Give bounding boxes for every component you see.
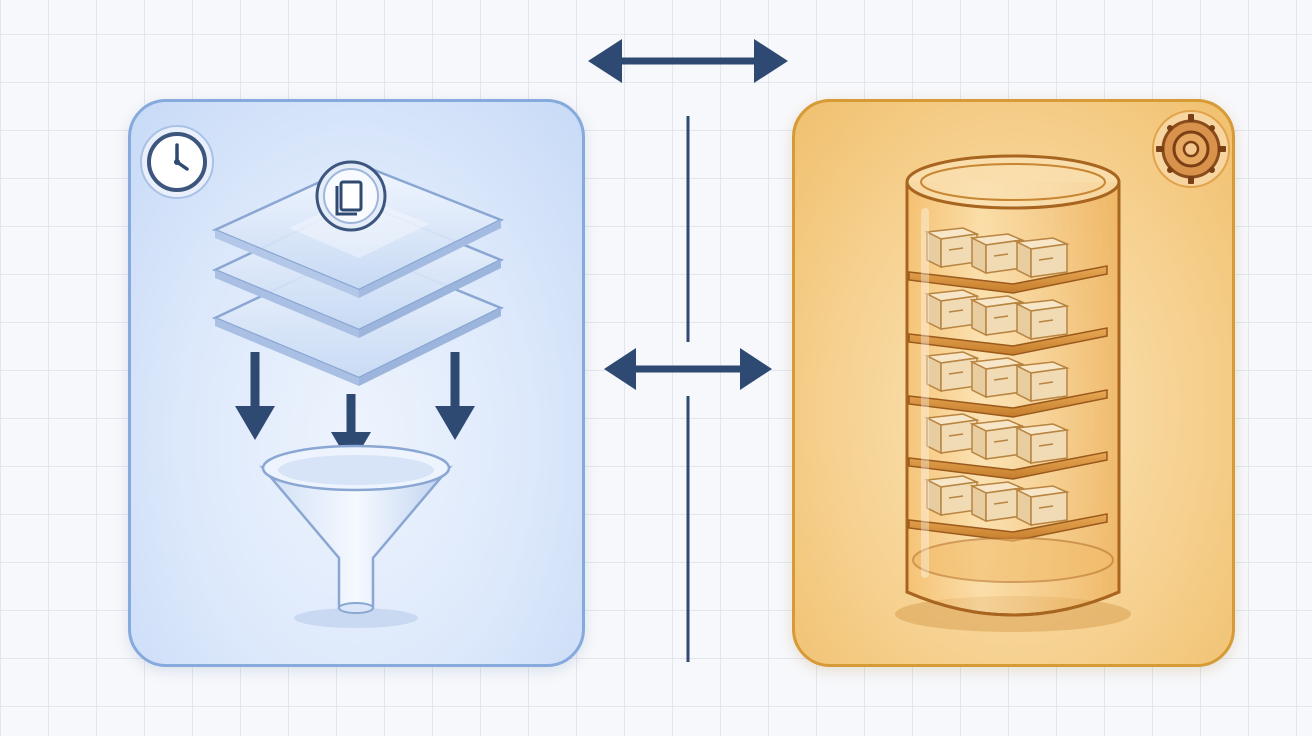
funnel-icon xyxy=(259,444,453,628)
storage-box xyxy=(924,413,980,455)
storage-box xyxy=(924,475,980,517)
storage-box xyxy=(1014,423,1070,465)
shelf-1 xyxy=(908,227,1108,294)
shelf-3 xyxy=(908,351,1108,418)
storage-box xyxy=(969,295,1025,337)
shelf-5 xyxy=(908,475,1108,542)
clock-icon xyxy=(140,125,214,199)
vertical-divider-line xyxy=(686,116,690,662)
storage-box xyxy=(924,227,980,269)
storage-box xyxy=(1014,361,1070,403)
document-icon xyxy=(315,160,387,232)
storage-box xyxy=(924,351,980,393)
top-double-arrow-icon xyxy=(588,39,788,83)
storage-box xyxy=(1014,485,1070,527)
storage-box xyxy=(1014,299,1070,341)
middle-double-arrow-icon xyxy=(604,348,772,390)
shelf-2 xyxy=(908,289,1108,356)
left-panel xyxy=(128,99,585,667)
storage-box xyxy=(1014,237,1070,279)
vault-dial-icon xyxy=(1152,110,1230,188)
storage-box xyxy=(969,419,1025,461)
shelf-4 xyxy=(908,413,1108,480)
storage-box xyxy=(969,357,1025,399)
storage-box xyxy=(924,289,980,331)
storage-box xyxy=(969,233,1025,275)
down-arrow-left-icon xyxy=(235,352,275,440)
storage-box xyxy=(969,481,1025,523)
down-arrow-right-icon xyxy=(435,352,475,440)
glass-cylinder-storage-icon xyxy=(895,154,1131,632)
right-panel xyxy=(792,99,1235,667)
